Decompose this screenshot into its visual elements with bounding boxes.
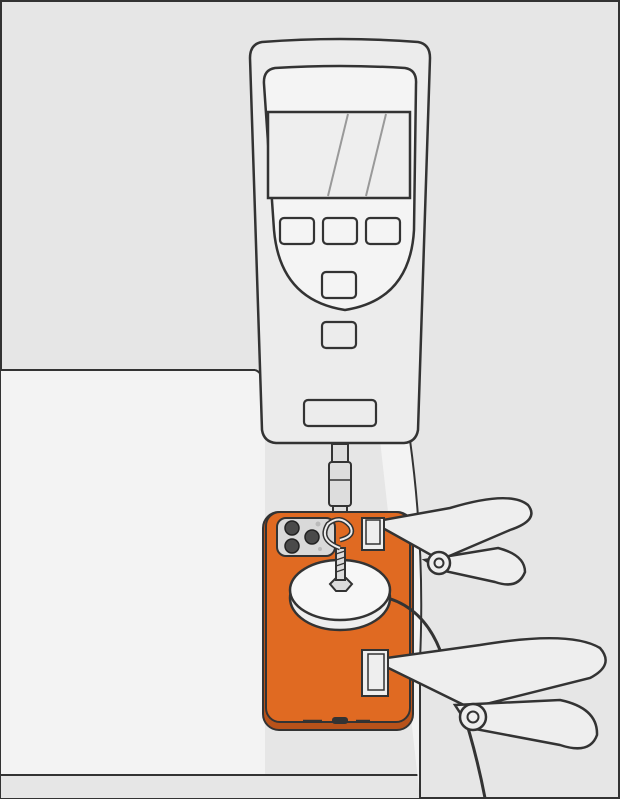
gauge-power-button bbox=[322, 322, 356, 348]
force-gauge-icon bbox=[250, 39, 430, 443]
gauge-shaft bbox=[329, 444, 351, 520]
gauge-button-left bbox=[280, 218, 314, 244]
gauge-button-center bbox=[322, 272, 356, 298]
gauge-button-middle bbox=[323, 218, 357, 244]
gauge-button-right bbox=[366, 218, 400, 244]
gauge-label-plate bbox=[304, 400, 376, 426]
camera-lens-icon bbox=[285, 521, 299, 535]
